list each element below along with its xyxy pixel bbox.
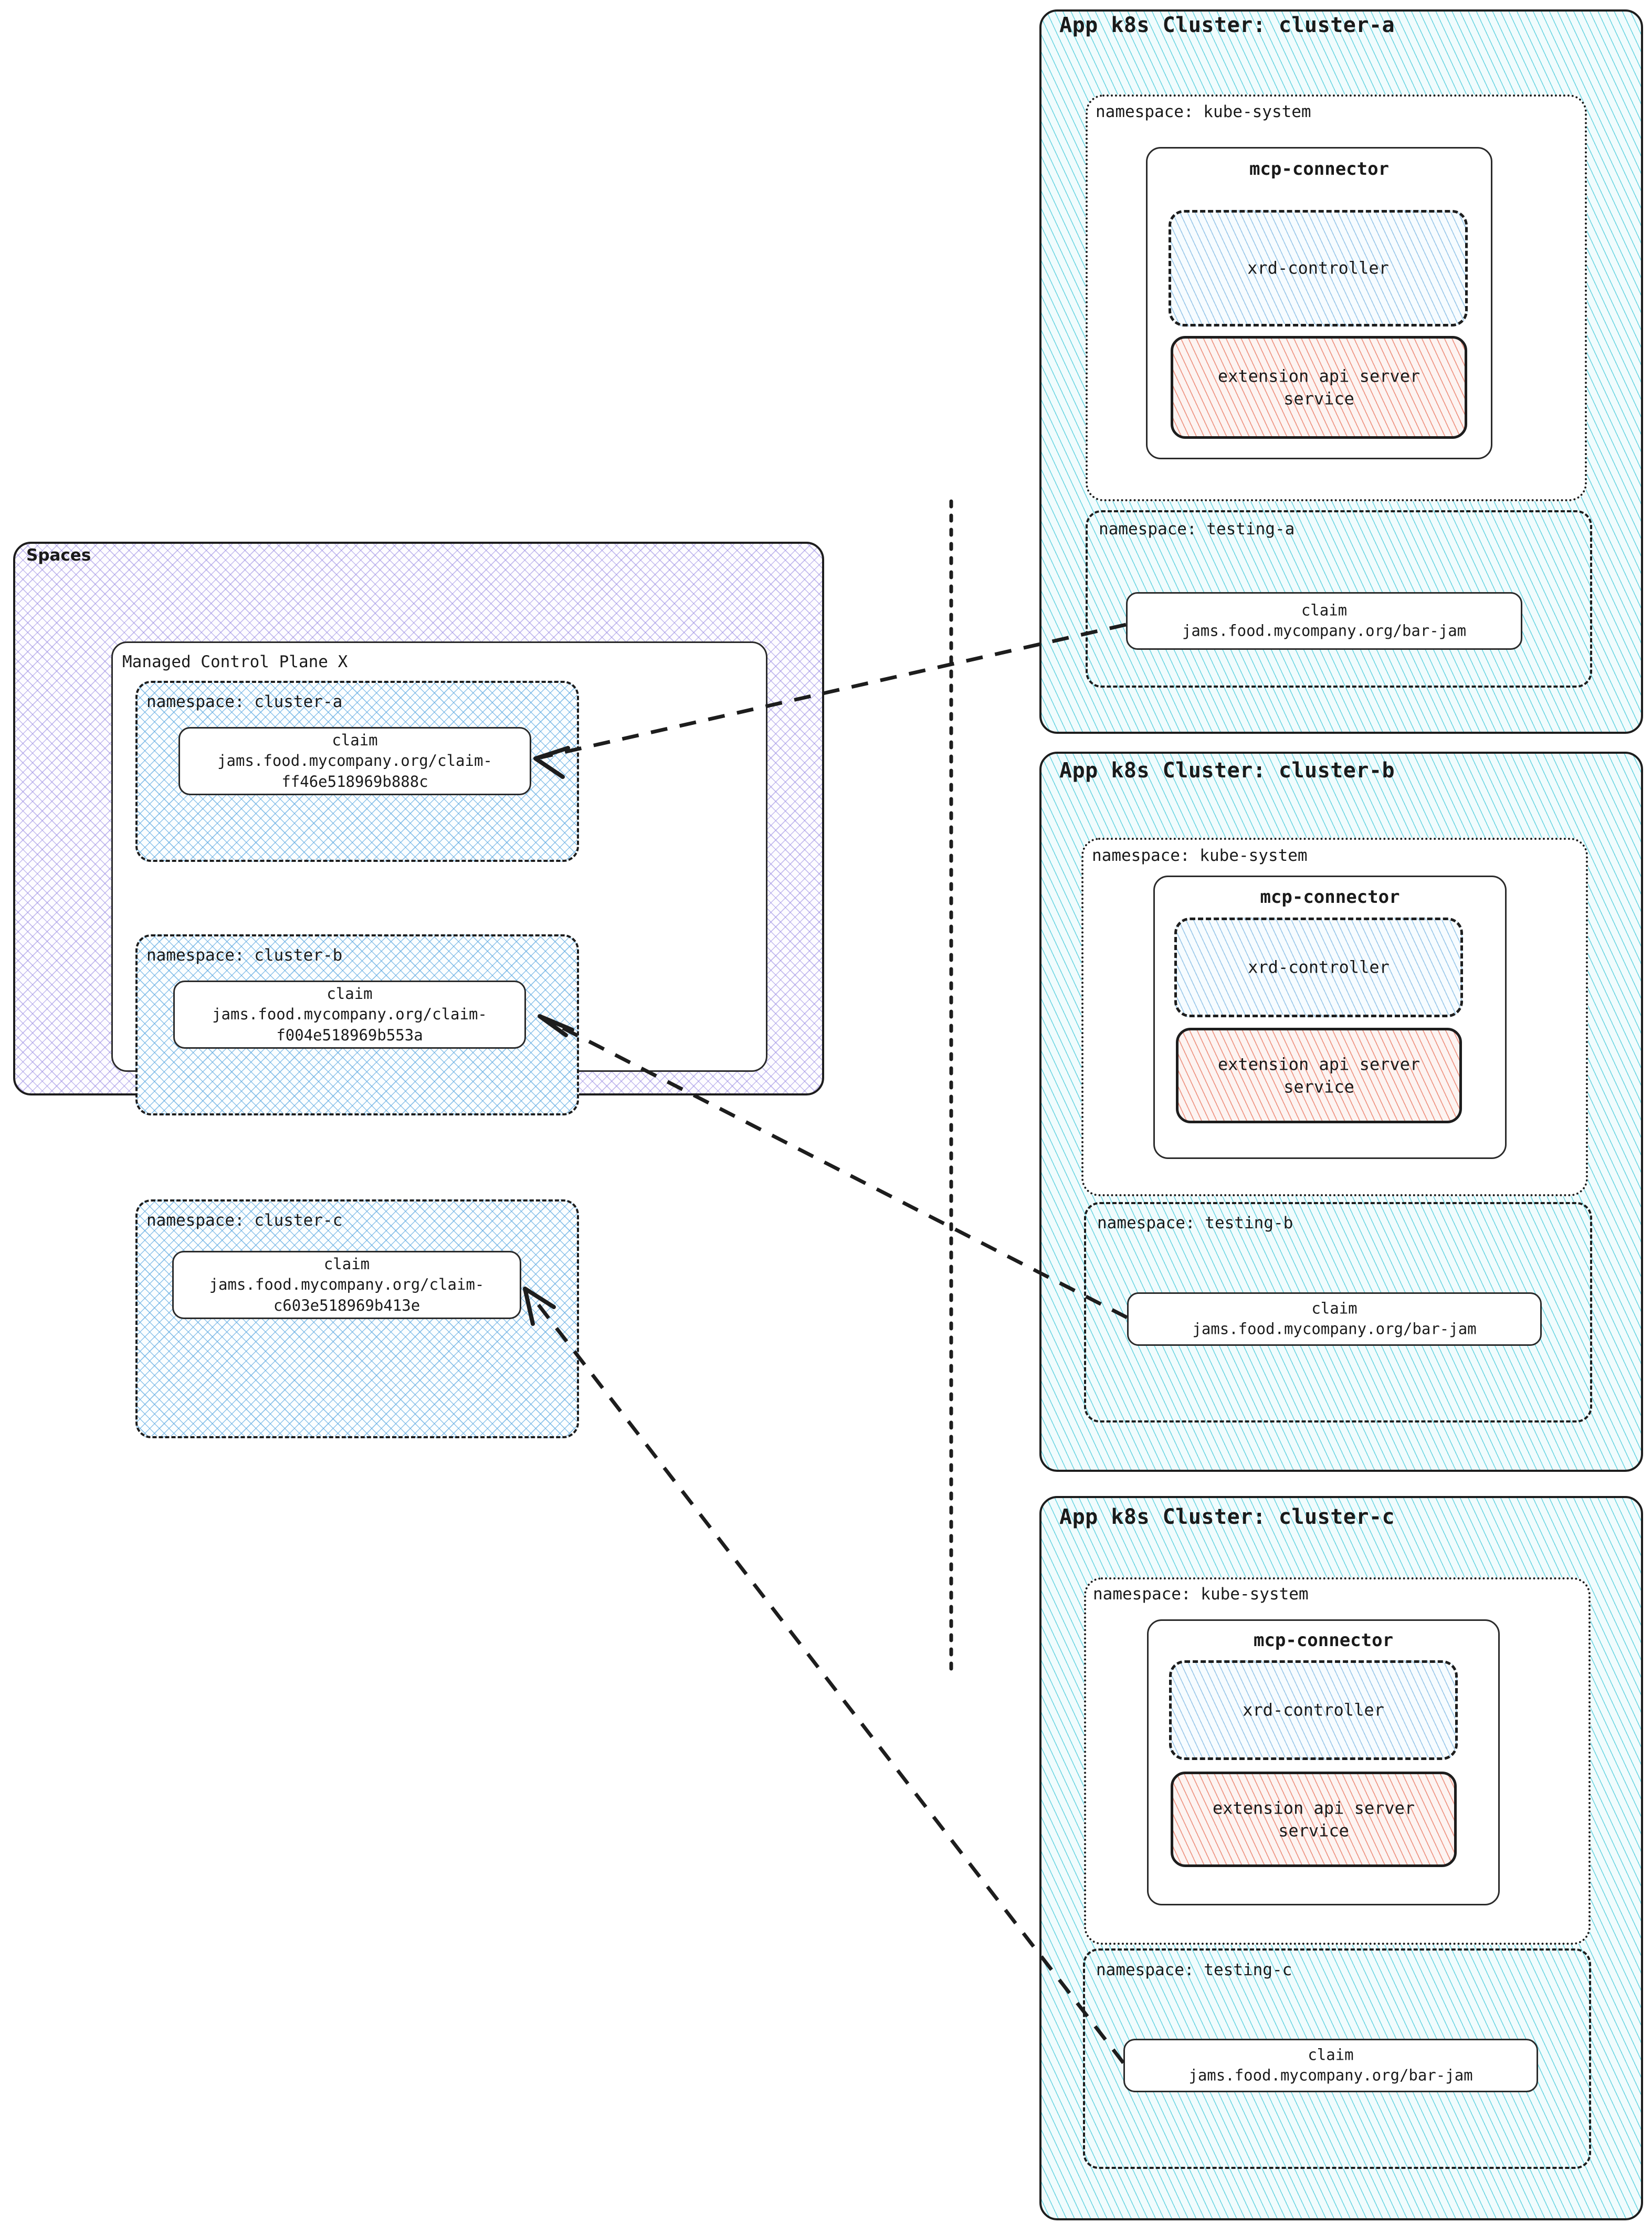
cluster-a-testing-claim-box: claim jams.food.mycompany.org/bar-jam bbox=[1126, 592, 1522, 650]
cluster-b-xrd-controller-label: xrd-controller bbox=[1248, 957, 1390, 977]
cluster-a-xrd-controller: xrd-controller bbox=[1169, 210, 1468, 326]
cluster-b-kube-system-label: namespace: kube-system bbox=[1092, 846, 1308, 865]
mcp-claim-box-cluster-a: claim jams.food.mycompany.org/claim- ff4… bbox=[178, 727, 531, 795]
cluster-c-xrd-controller: xrd-controller bbox=[1169, 1660, 1458, 1760]
managed-control-plane-label: Managed Control Plane X bbox=[122, 652, 348, 671]
cluster-b-extension-api-server-service: extension api server service bbox=[1176, 1028, 1462, 1123]
extension-api-line2: service bbox=[1283, 1077, 1354, 1097]
cluster-a-xrd-controller-label: xrd-controller bbox=[1247, 258, 1389, 278]
claim-ref-line1: jams.food.mycompany.org/claim- bbox=[217, 752, 492, 770]
cluster-c-extension-api-server-service: extension api server service bbox=[1171, 1772, 1457, 1867]
mcp-namespace-cluster-a-label: namespace: cluster-a bbox=[146, 692, 343, 711]
cluster-b-mcp-connector-label: mcp-connector bbox=[1260, 887, 1400, 908]
claim-ref-label: jams.food.mycompany.org/bar-jam bbox=[1188, 2067, 1473, 2084]
cluster-c-title: App k8s Cluster: cluster-c bbox=[1059, 1505, 1395, 1529]
claim-kind-label: claim bbox=[1301, 601, 1348, 619]
spaces-label: Spaces bbox=[26, 546, 91, 565]
cluster-a-testing-namespace bbox=[1086, 510, 1592, 688]
cluster-b-testing-claim-box: claim jams.food.mycompany.org/bar-jam bbox=[1127, 1292, 1542, 1346]
claim-ref-line2: c603e518969b413e bbox=[273, 1296, 420, 1314]
claim-kind-label: claim bbox=[327, 984, 373, 1003]
claim-ref-line2: f004e518969b553a bbox=[276, 1026, 423, 1044]
extension-api-line1: extension api server bbox=[1217, 1054, 1420, 1074]
claim-ref-label: jams.food.mycompany.org/bar-jam bbox=[1192, 1320, 1477, 1338]
cluster-c-xrd-controller-label: xrd-controller bbox=[1243, 1700, 1384, 1720]
cluster-c-mcp-connector-label: mcp-connector bbox=[1253, 1630, 1394, 1651]
cluster-a-title: App k8s Cluster: cluster-a bbox=[1059, 13, 1395, 37]
cluster-a-testing-label: namespace: testing-a bbox=[1099, 520, 1295, 539]
claim-ref-line1: jams.food.mycompany.org/claim- bbox=[212, 1005, 487, 1024]
mcp-namespace-cluster-c-label: namespace: cluster-c bbox=[146, 1211, 343, 1230]
mcp-claim-box-cluster-b: claim jams.food.mycompany.org/claim- f00… bbox=[173, 981, 526, 1049]
mcp-namespace-cluster-b-label: namespace: cluster-b bbox=[146, 946, 343, 965]
claim-kind-label: claim bbox=[1308, 2046, 1354, 2064]
cluster-b-xrd-controller: xrd-controller bbox=[1174, 918, 1463, 1017]
cluster-c-kube-system-label: namespace: kube-system bbox=[1093, 1585, 1309, 1604]
cluster-a-kube-system-label: namespace: kube-system bbox=[1096, 102, 1311, 121]
cluster-c-testing-claim-box: claim jams.food.mycompany.org/bar-jam bbox=[1123, 2039, 1538, 2092]
cluster-c-testing-label: namespace: testing-c bbox=[1096, 1961, 1292, 1979]
extension-api-line1: extension api server bbox=[1212, 1798, 1415, 1818]
extension-api-line1: extension api server bbox=[1217, 366, 1420, 386]
claim-kind-label: claim bbox=[323, 1255, 370, 1273]
claim-ref-line2: ff46e518969b888c bbox=[281, 772, 428, 791]
claim-ref-label: jams.food.mycompany.org/bar-jam bbox=[1182, 622, 1467, 640]
cluster-a-extension-api-server-service: extension api server service bbox=[1171, 336, 1467, 439]
cluster-b-title: App k8s Cluster: cluster-b bbox=[1059, 758, 1395, 783]
extension-api-line2: service bbox=[1278, 1820, 1349, 1840]
claim-kind-label: claim bbox=[332, 731, 378, 749]
cluster-a-mcp-connector-label: mcp-connector bbox=[1249, 159, 1390, 180]
arrow-cluster-c bbox=[523, 1287, 1125, 2064]
claim-kind-label: claim bbox=[1311, 1299, 1358, 1318]
cluster-b-testing-label: namespace: testing-b bbox=[1097, 1214, 1293, 1232]
extension-api-line2: service bbox=[1283, 388, 1354, 408]
mcp-claim-box-cluster-c: claim jams.food.mycompany.org/claim- c60… bbox=[172, 1251, 521, 1319]
claim-ref-line1: jams.food.mycompany.org/claim- bbox=[209, 1276, 485, 1294]
